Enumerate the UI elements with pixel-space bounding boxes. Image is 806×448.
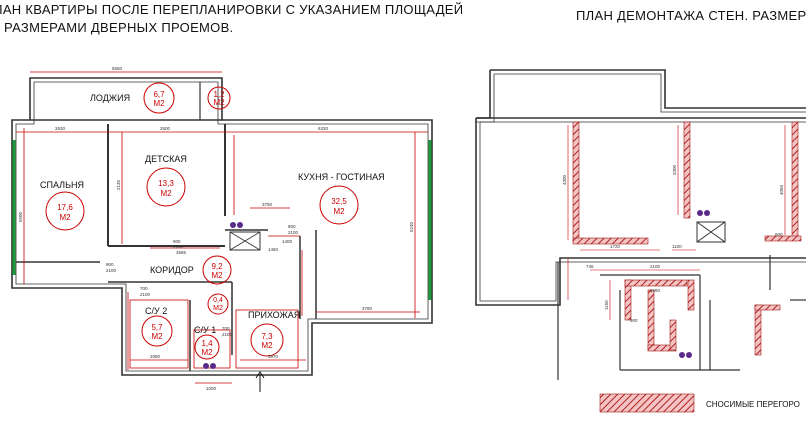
dim-3970: 3970 bbox=[268, 354, 279, 359]
area-unit-niche: М2 bbox=[213, 305, 223, 312]
area-unit-bedroom: М2 bbox=[59, 213, 71, 222]
right-dim-600: 600 bbox=[775, 232, 783, 237]
area-circles bbox=[45, 82, 359, 360]
dim-loggia-width: 5550 bbox=[112, 66, 123, 71]
area-unit-children: М2 bbox=[160, 189, 172, 198]
right-dim-4300: 4300 bbox=[562, 174, 567, 185]
area-bathroom-1: 1,4 bbox=[201, 339, 213, 348]
plumbing-fixtures bbox=[203, 210, 710, 369]
door-bath2-h: 2100 bbox=[140, 292, 151, 297]
left-floor-plan bbox=[11, 77, 433, 392]
area-kitchen: 32,5 bbox=[331, 197, 347, 206]
dim-1460: 1460 bbox=[268, 247, 279, 252]
area-small: 1,2 bbox=[213, 90, 225, 99]
left-plan-title-line1: ЛАН КВАРТИРЫ ПОСЛЕ ПЕРЕПЛАНИРОВКИ С УКАЗ… bbox=[0, 2, 464, 17]
door-corridor-h: 2100 bbox=[173, 244, 184, 249]
area-unit-loggia: М2 bbox=[153, 99, 165, 108]
dim-2135: 2135 bbox=[116, 179, 121, 190]
area-corridor: 9,2 bbox=[211, 262, 223, 271]
door-bath1: 700 bbox=[222, 326, 230, 331]
door-kitchen: 800 bbox=[288, 224, 296, 229]
area-unit-corridor: М2 bbox=[211, 271, 223, 280]
room-name-kitchen-living: КУХНЯ - ГОСТИНАЯ bbox=[298, 172, 385, 182]
area-children: 13,3 bbox=[158, 179, 174, 188]
left-dimension-lines bbox=[16, 71, 428, 384]
area-niche: 0,4 bbox=[213, 297, 223, 304]
right-dim-1100: 1100 bbox=[672, 244, 682, 249]
dim-children-width: 2500 bbox=[160, 126, 171, 131]
dim-1000: 1000 bbox=[206, 386, 217, 391]
room-name-bedroom: СПАЛЬНЯ bbox=[40, 180, 84, 190]
room-name-corridor: КОРИДОР bbox=[150, 265, 194, 275]
dim-3750: 3750 bbox=[262, 202, 273, 207]
area-bathroom-2: 5,7 bbox=[151, 323, 163, 332]
door-bath2: 700 bbox=[140, 286, 148, 291]
area-hallway: 7,3 bbox=[261, 332, 273, 341]
door-bedroom-h: 2100 bbox=[106, 268, 117, 273]
right-floor-plan bbox=[475, 69, 806, 380]
right-dim-4050: 4050 bbox=[779, 184, 784, 195]
door-bath1-h: 2100 bbox=[222, 332, 233, 337]
door-kitchen-h: 2100 bbox=[288, 230, 299, 235]
area-unit-hallway: М2 bbox=[261, 341, 273, 350]
room-name-loggia: ЛОДЖИЯ bbox=[90, 93, 130, 103]
legend-label: СНОСИМЫЕ ПЕРЕГОРО bbox=[706, 400, 800, 409]
right-plan-title: ПЛАН ДЕМОНТАЖА СТЕН. РАЗМЕРЫ bbox=[576, 8, 806, 23]
right-dim-1460: 1460 bbox=[650, 288, 661, 293]
dim-5240: 5240 bbox=[409, 221, 414, 232]
right-dim-2100: 2100 bbox=[650, 264, 661, 269]
left-plan-title-line2: РАЗМЕРАМИ ДВЕРНЫХ ПРОЕМОВ. bbox=[4, 20, 234, 35]
room-name-bathroom-1: С/У 1 bbox=[194, 325, 216, 335]
area-unit-kitchen: М2 bbox=[333, 207, 345, 216]
area-bedroom: 17,6 bbox=[57, 203, 73, 212]
dim-bedroom-width: 2630 bbox=[55, 126, 66, 131]
dim-1400: 1400 bbox=[282, 239, 293, 244]
dim-5500: 5500 bbox=[18, 211, 23, 222]
area-unit-bathroom-1: М2 bbox=[201, 348, 213, 357]
dim-kitchen-width: 6330 bbox=[318, 126, 329, 131]
right-dim-3300: 3300 bbox=[672, 164, 677, 175]
dim-2080: 2080 bbox=[150, 354, 161, 359]
room-name-hallway: ПРИХОЖАЯ bbox=[248, 310, 300, 320]
door-bedroom: 900 bbox=[106, 262, 114, 267]
right-dim-900: 900 bbox=[630, 318, 638, 323]
area-loggia: 6,7 bbox=[153, 90, 165, 99]
right-dim-1150: 1150 bbox=[604, 300, 609, 310]
right-dim-745: 745 bbox=[586, 264, 594, 269]
door-corridor: 900 bbox=[173, 239, 181, 244]
area-unit-bathroom-2: М2 bbox=[151, 332, 163, 341]
room-name-bathroom-2: С/У 2 bbox=[145, 306, 167, 316]
right-dim-1720: 1720 bbox=[610, 244, 621, 249]
room-name-children: ДЕТСКАЯ bbox=[145, 154, 187, 164]
area-unit-small: М2 bbox=[213, 98, 225, 107]
dim-3780: 3780 bbox=[362, 306, 373, 311]
right-dimension-lines bbox=[567, 125, 786, 320]
demolition-walls bbox=[572, 121, 802, 413]
dim-3585: 3585 bbox=[176, 250, 187, 255]
